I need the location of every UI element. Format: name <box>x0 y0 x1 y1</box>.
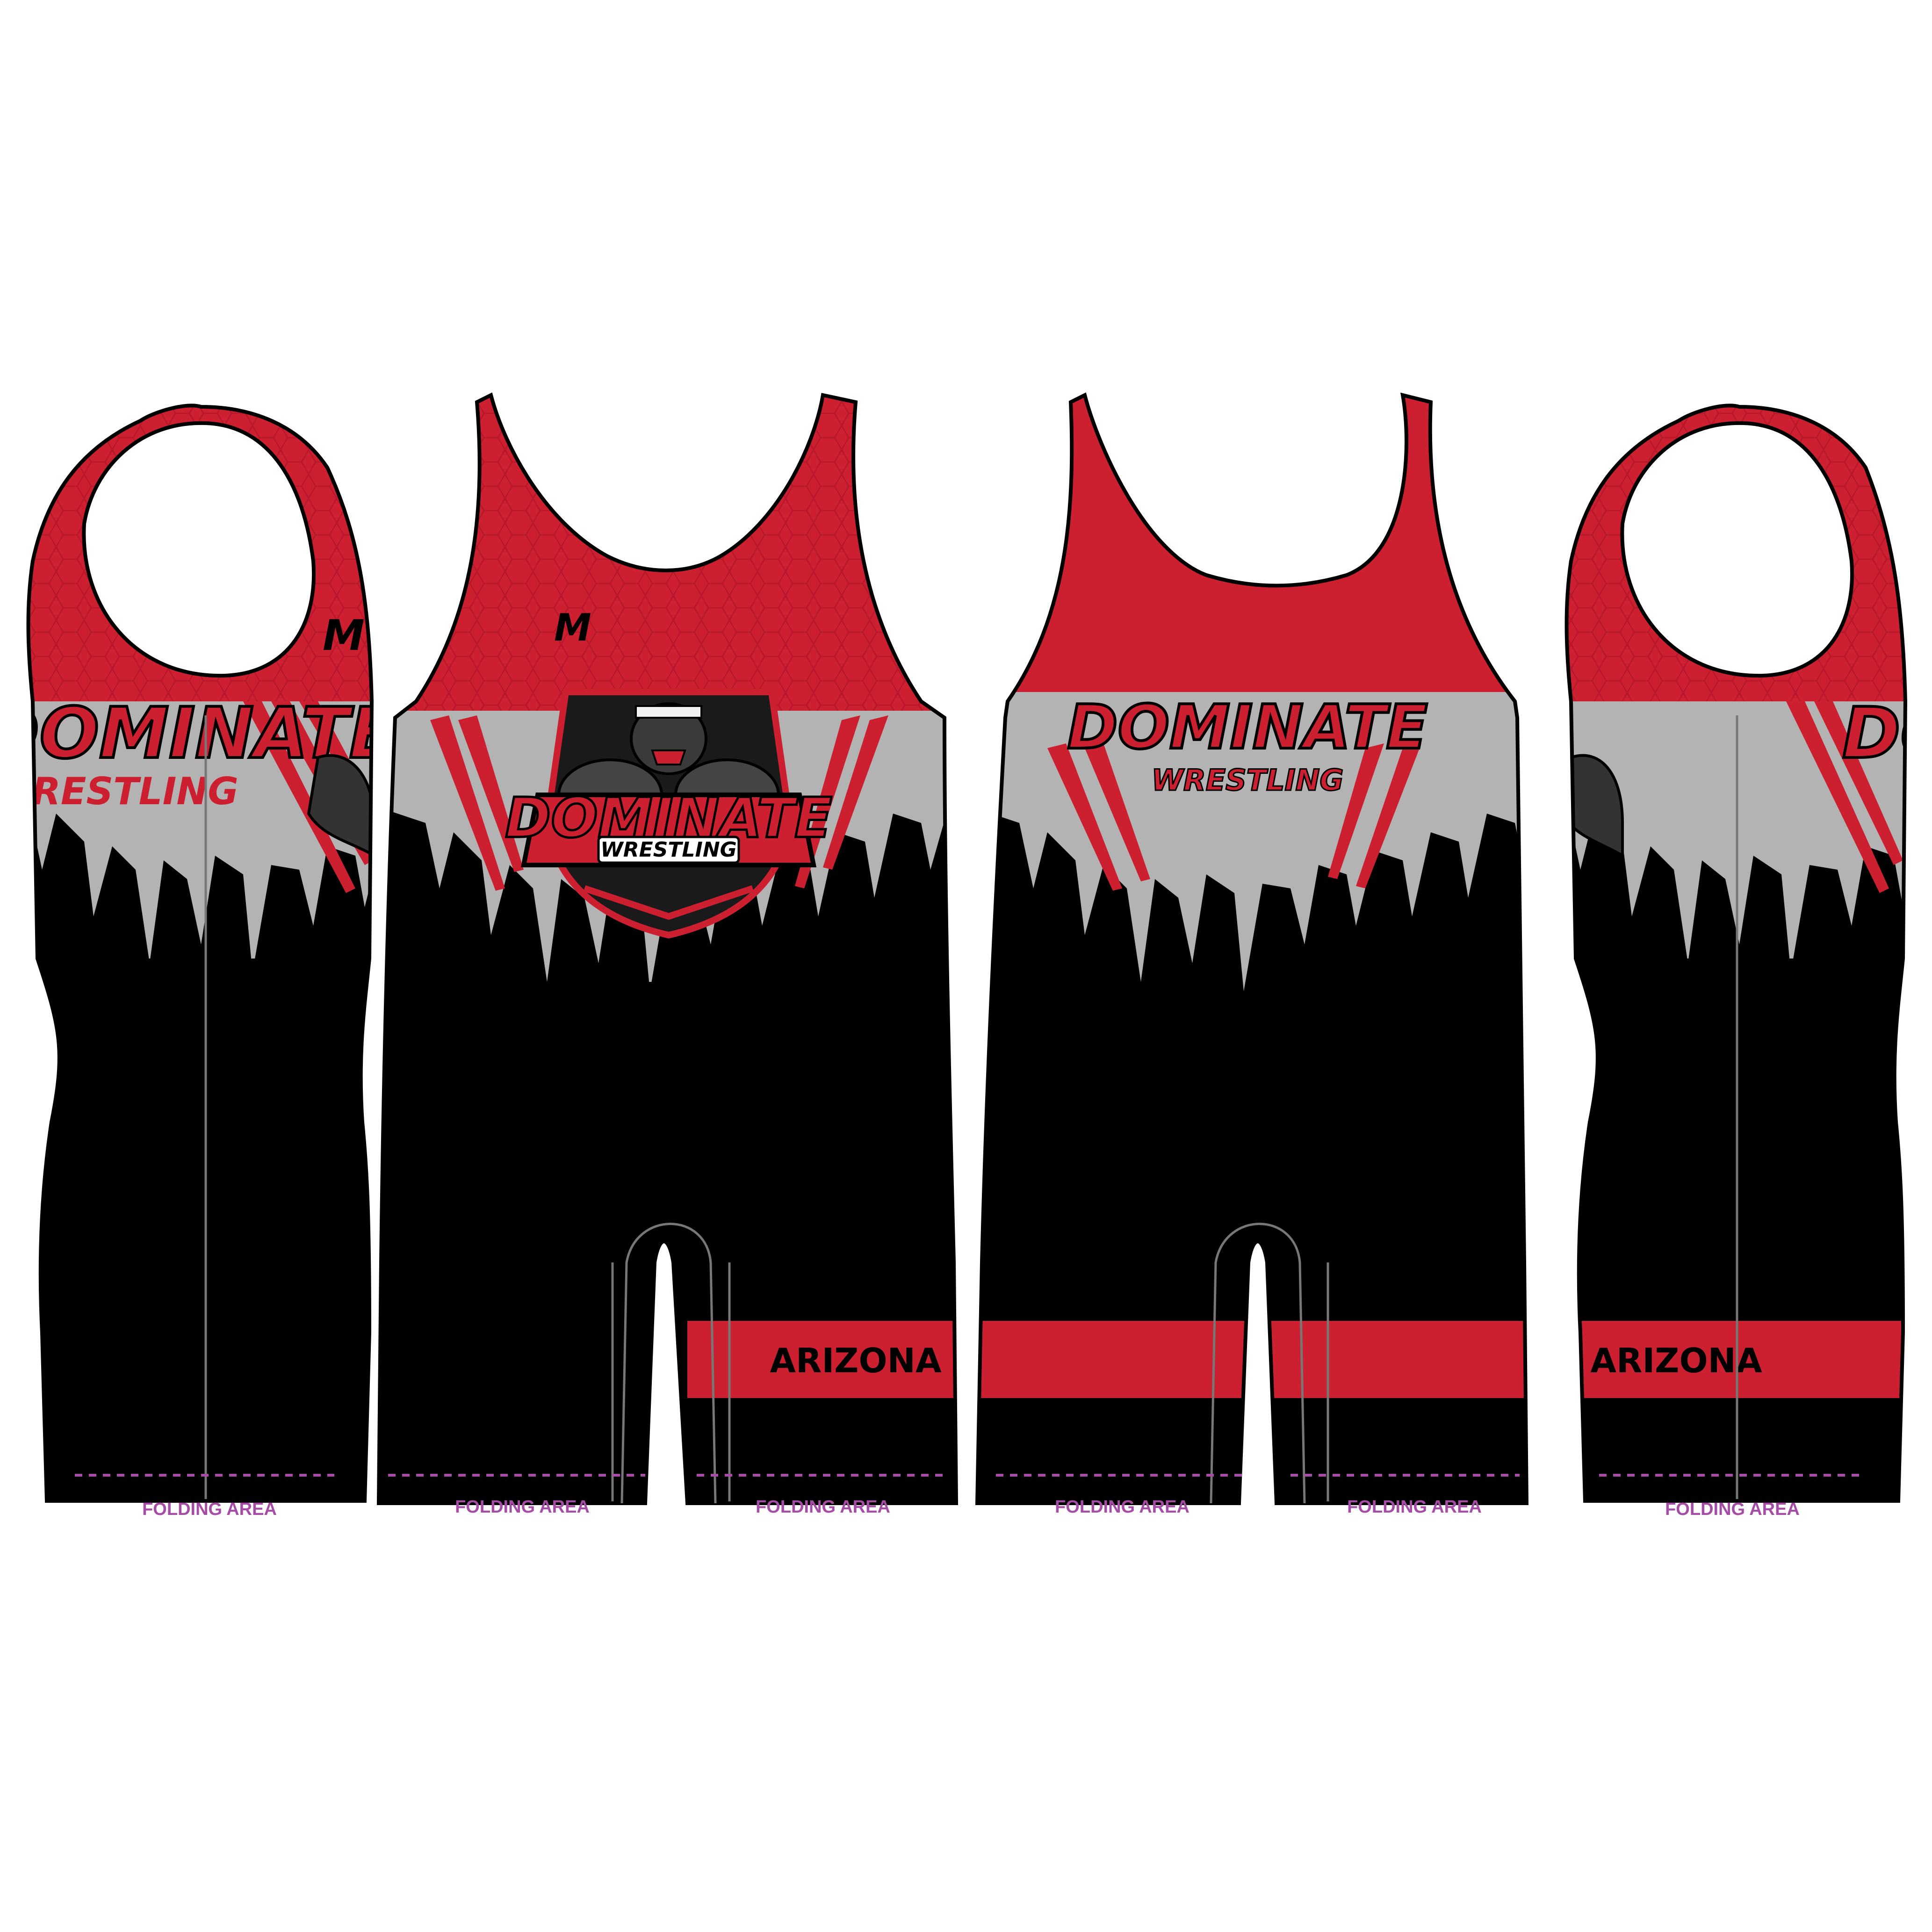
mascot-partial-icon <box>1566 754 1624 858</box>
folding-area-label: FOLDING AREA <box>756 1497 890 1517</box>
back-logo-main: DOMINATE <box>1067 692 1428 763</box>
mascot-partial-icon <box>307 754 372 858</box>
leg-band-back <box>977 1321 1527 1398</box>
singlet-left-side-view: DOMINATE WRESTLING M FOLDING AREA <box>0 404 397 1519</box>
arm-hole <box>82 421 316 678</box>
leg-band-label: ARIZONA <box>1590 1341 1762 1380</box>
leg-band-front <box>687 1321 956 1398</box>
brand-mark-icon: M <box>323 611 365 660</box>
singlet-right-side-view: ARIZONA DOMINATE FOLDING AREA <box>1564 404 1932 1519</box>
folding-area-label: FOLDING AREA <box>142 1499 277 1519</box>
back-logo-sub: WRESTLING <box>1152 763 1344 797</box>
leg-band-label: ARIZONA <box>770 1341 942 1380</box>
side-logo-sub: WRESTLING <box>0 770 238 813</box>
folding-area-label: FOLDING AREA <box>1347 1497 1482 1517</box>
brand-mark-front-icon: M <box>554 606 591 649</box>
folding-area-label: FOLDING AREA <box>455 1497 590 1517</box>
front-logo-sub: WRESTLING <box>600 838 737 862</box>
team-logo-shield: DOMINATE WRESTLING <box>504 689 833 939</box>
arm-hole <box>1620 421 1854 678</box>
singlet-front-view: ARIZONA DOMINATE WRESTLING M <box>376 392 959 1517</box>
folding-area-label: FOLDING AREA <box>1055 1497 1189 1517</box>
folding-area-label: FOLDING AREA <box>1665 1499 1800 1519</box>
singlet-back-view: DOMINATE WRESTLING FOLDING AREA FOLDING … <box>975 392 1529 1517</box>
side-logo-main: DOMINATE <box>0 693 397 774</box>
side-logo-main: DOMINATE <box>1842 693 1932 774</box>
